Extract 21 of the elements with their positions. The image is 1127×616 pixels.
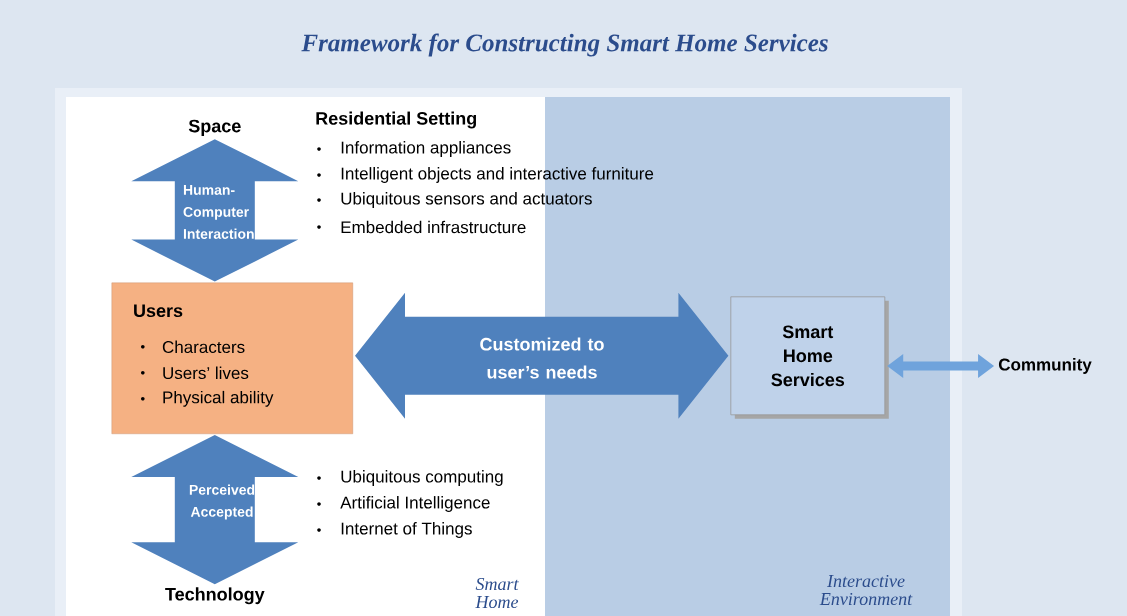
node-text: Community — [998, 358, 1092, 374]
arrow-label: Human- Computer Interaction — [183, 185, 254, 239]
bullet-item: Internet of Things — [317, 522, 472, 538]
title: Framework for Constructing Smart Home Services — [301, 33, 828, 57]
bullet-item: Embedded infrastructure — [317, 220, 526, 234]
bullet-item: Information appliances — [317, 141, 511, 157]
double-arrow — [131, 435, 299, 585]
bullet-item: Ubiquitous computing — [317, 470, 503, 486]
double-arrow — [887, 354, 995, 378]
heading: Residential Setting — [316, 111, 476, 129]
arrow-label: Perceived Accepted — [189, 484, 255, 520]
services-box: Smart Home Services — [730, 296, 889, 419]
double-arrow — [355, 292, 729, 419]
node-text: Technology — [165, 587, 265, 605]
bullet-item: Ubiquitous sensors and actuators — [317, 192, 592, 208]
bullet-item: Intelligent objects and interactive furniture — [317, 167, 654, 183]
users-box: Users Characters Users’ lives Physical ability — [111, 282, 353, 434]
arrow-label: Customized to user’s needs — [480, 337, 604, 379]
node-text: Space — [188, 119, 241, 136]
double-arrow — [131, 139, 299, 282]
bullet-item: Artificial Intelligence — [317, 496, 490, 512]
